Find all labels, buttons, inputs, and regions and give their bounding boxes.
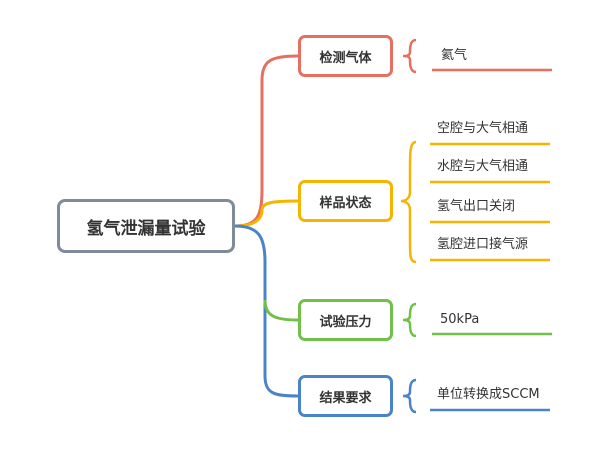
leaf-topic-state-0[interactable]: 空腔与大气相通 (437, 121, 529, 136)
leaf-topic-state-3[interactable]: 氢腔进口接气源 (437, 237, 529, 252)
brace-state (400, 140, 417, 264)
connector-root-state (234, 199, 299, 228)
branch-topic-result[interactable]: 结果要求 (298, 375, 393, 417)
leaf-topic-state-1[interactable]: 水腔与大气相通 (437, 159, 529, 174)
brace-result (402, 378, 417, 414)
brace-gas (402, 38, 417, 74)
connector-root-lower (234, 224, 299, 398)
brace-press (402, 302, 417, 338)
leaf-topic-gas-0[interactable]: 氦气 (441, 48, 468, 63)
leaf-topic-state-2[interactable]: 氢气出口关闭 (437, 199, 516, 214)
branch-topic-state[interactable]: 样品状态 (298, 180, 393, 222)
root-topic[interactable]: 氢气泄漏量试验 (57, 199, 235, 253)
connector-root-press (263, 299, 299, 322)
branch-topic-press[interactable]: 试验压力 (298, 299, 393, 341)
branch-topic-gas[interactable]: 检测气体 (298, 35, 393, 77)
leaf-topic-press-0[interactable]: 50kPa (440, 312, 480, 327)
leaf-topic-result-0[interactable]: 单位转换成SCCM (437, 387, 540, 402)
